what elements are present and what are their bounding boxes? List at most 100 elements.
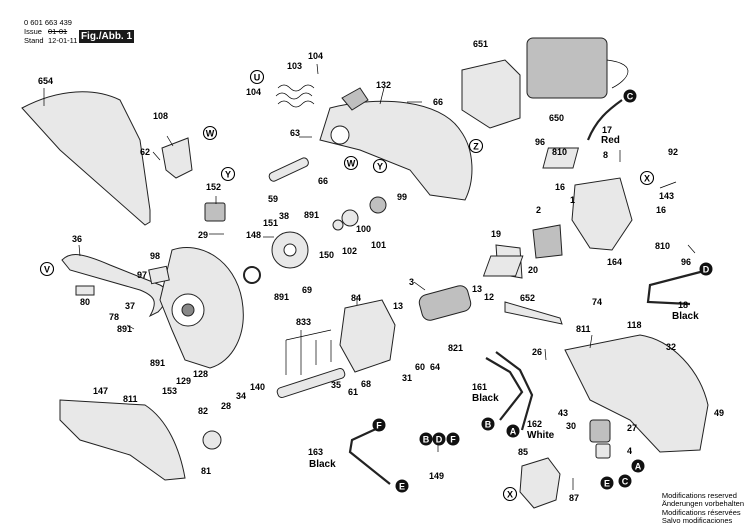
part-number: 49: [714, 408, 724, 418]
part-number: 8: [603, 150, 608, 160]
part-number: 69: [302, 285, 312, 295]
part-number: 26: [532, 347, 542, 357]
svg-text:Y: Y: [225, 170, 231, 180]
part-number: 37: [125, 301, 135, 311]
connector-A: A: [631, 459, 645, 473]
svg-text:Y: Y: [377, 162, 383, 172]
part-number: 68: [361, 379, 371, 389]
part-number: 654: [38, 76, 53, 86]
part-number: 833: [296, 317, 311, 327]
note-line: Änderungen vorbehalten: [661, 499, 744, 509]
wrench-652-shape: [504, 301, 563, 325]
part-number: 99: [397, 192, 407, 202]
part-number: 13: [472, 284, 482, 294]
gearbox-housing-shape: [339, 299, 396, 373]
part-number: 96: [535, 137, 545, 147]
connector-W: W: [202, 125, 218, 141]
part-number: 153: [162, 386, 177, 396]
part-number: 810: [552, 147, 567, 157]
part-number: 104: [246, 87, 261, 97]
svg-text:X: X: [507, 490, 513, 500]
part-number: 811: [123, 394, 138, 404]
part-number: 103: [287, 61, 302, 71]
svg-text:W: W: [347, 159, 356, 169]
part-number: 66: [433, 97, 443, 107]
part-number: 17: [602, 125, 612, 135]
part-number: 164: [607, 257, 622, 267]
svg-text:V: V: [44, 265, 50, 275]
warning-label-shape: [148, 265, 170, 285]
black-wire-161-shape: [485, 357, 524, 421]
part-number: 152: [206, 182, 221, 192]
svg-text:D: D: [703, 265, 710, 275]
part-number: 150: [319, 250, 334, 260]
washer-102-shape: [332, 219, 344, 231]
part-number: 85: [518, 447, 528, 457]
part-number: 2: [536, 205, 541, 215]
svg-text:W: W: [206, 129, 215, 139]
part-number: 104: [308, 51, 323, 61]
part-number: 147: [93, 386, 108, 396]
part-number: 143: [659, 191, 674, 201]
svg-text:F: F: [450, 435, 456, 445]
part-number: 108: [153, 111, 168, 121]
part-number: 62: [140, 147, 150, 157]
connector-X: X: [639, 170, 655, 186]
part-number: 43: [558, 408, 568, 418]
part-number: 98: [150, 251, 160, 261]
connector-W: W: [343, 155, 359, 171]
ring-69-shape: [243, 266, 261, 284]
white-wire-162-shape: [495, 351, 534, 431]
part-number: 59: [268, 194, 278, 204]
document-number: 0 601 663 439: [24, 18, 72, 27]
part-number: 29: [198, 230, 208, 240]
part-number: 162: [527, 419, 542, 429]
black-wire-163-shape: [348, 427, 391, 485]
connector-E: E: [600, 476, 614, 490]
wire-label-white-162: White: [527, 430, 555, 441]
part-numbers: 654 108 62 152 29 36 98 97 80 37 78 891 …: [38, 39, 724, 503]
part-number: 652: [520, 293, 535, 303]
part-number: 38: [279, 211, 289, 221]
clamp-shape: [204, 202, 226, 222]
part-number: 74: [592, 297, 602, 307]
part-number: 31: [402, 373, 412, 383]
note-line: Modifications réservées: [661, 507, 741, 517]
connector-D: D: [432, 432, 446, 446]
part-number: 140: [250, 382, 265, 392]
wire-label-black-18: Black: [672, 311, 699, 322]
part-number: 92: [668, 147, 678, 157]
svg-text:F: F: [376, 421, 382, 431]
part-number: 28: [221, 401, 231, 411]
svg-text:C: C: [627, 92, 634, 102]
battery-pack-shape: [461, 59, 521, 129]
part-number: 66: [318, 176, 328, 186]
connector-C: C: [618, 474, 632, 488]
stand-value: 12-01-11: [48, 36, 78, 45]
switch-housing-85-shape: [519, 457, 561, 509]
connector-C: C: [623, 89, 637, 103]
part-number: 148: [246, 230, 261, 240]
part-number: 96: [681, 257, 691, 267]
svg-text:C: C: [622, 477, 629, 487]
connector-V: V: [39, 261, 55, 277]
part-number: 80: [80, 297, 90, 307]
part-number: 60: [415, 362, 425, 372]
connector-Z: Z: [468, 138, 484, 154]
part-number: 161: [472, 382, 487, 392]
part-number: 149: [429, 471, 444, 481]
svg-text:D: D: [436, 435, 443, 445]
connector-E: E: [395, 479, 409, 493]
part-number: 891: [117, 324, 132, 334]
part-number: 163: [308, 447, 323, 457]
red-wire-shape: [586, 99, 623, 141]
label-8-shape: [542, 147, 579, 169]
connector-Y: Y: [372, 158, 388, 174]
guard-pivot-shape: [330, 125, 350, 145]
part-number: 81: [201, 466, 211, 476]
handle-811-right-shape: [564, 334, 709, 453]
part-number: 63: [290, 128, 300, 138]
part-number: 100: [356, 224, 371, 234]
bearing-82-shape: [202, 430, 222, 450]
